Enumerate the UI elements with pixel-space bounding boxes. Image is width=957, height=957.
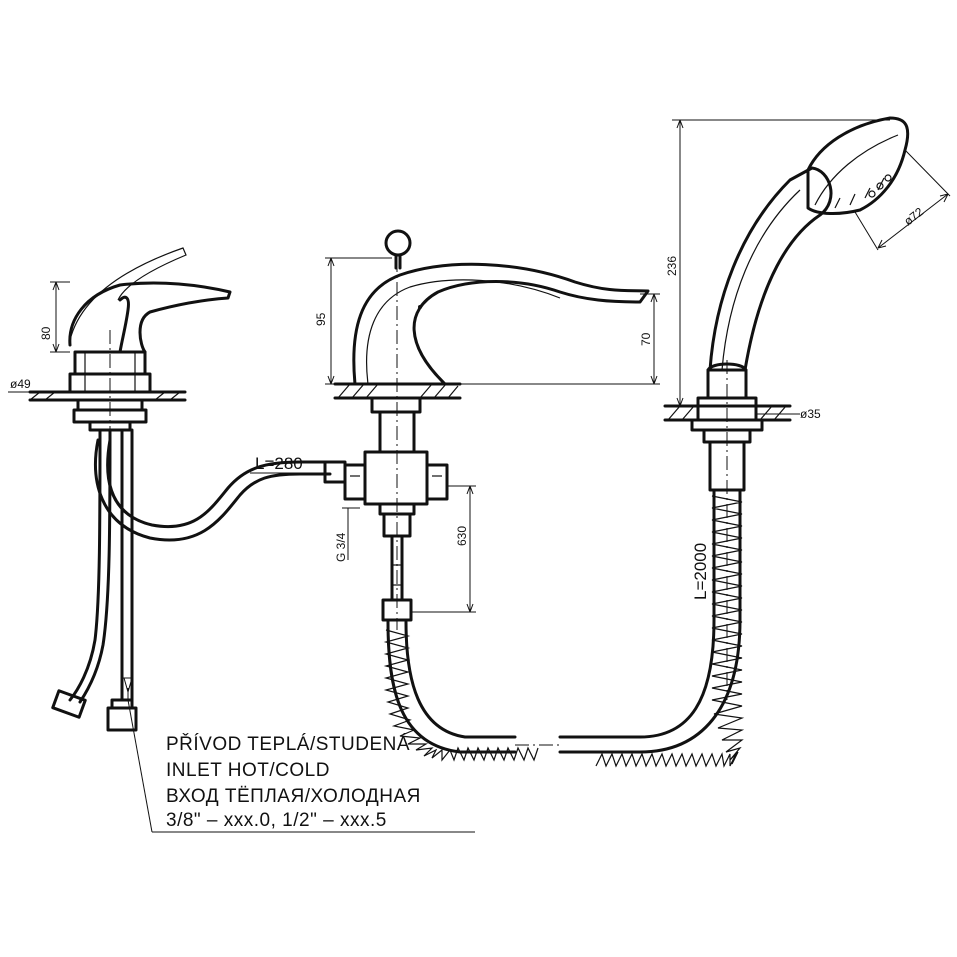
dim-mixer-height: 80 (39, 326, 53, 340)
dim-short-hose-length: L=280 (255, 454, 303, 473)
spiral-hose-right: L=2000 (558, 488, 745, 768)
spout-assembly: 95 70 630 G 3/4 (314, 229, 660, 630)
inlet-note-line-3: ВХОД ТЁПЛАЯ/ХОЛОДНАЯ (166, 786, 421, 807)
hand-shower-assembly: ø35 236 ø72 (663, 116, 951, 700)
dim-spout-outlet-height: 70 (639, 332, 653, 346)
spiral-hose-left (383, 620, 560, 762)
inlet-note-line-2: INLET HOT/COLD (166, 760, 330, 781)
short-hose: L=280 (94, 438, 347, 542)
inlet-note: PŘÍVOD TEPLÁ/STUDENÁ INLET HOT/COLD ВХОД… (123, 677, 475, 833)
dim-connector-length: 630 (455, 526, 469, 546)
mixer-handle-assembly: 80 ø49 (8, 247, 232, 440)
dim-shower-holder-diameter: ø35 (800, 407, 821, 421)
dim-connector-thread: G 3/4 (334, 532, 348, 562)
dim-long-hose-length: L=2000 (691, 543, 710, 600)
inlet-note-line-4: 3/8" – xxx.0, 1/2" – xxx.5 (166, 810, 387, 831)
inlet-note-line-1: PŘÍVOD TEPLÁ/STUDENÁ (166, 733, 410, 755)
dim-spout-height: 95 (314, 312, 328, 326)
dim-mixer-diameter: ø49 (10, 377, 31, 391)
dim-shower-head-diameter: ø72 (901, 204, 926, 228)
dim-shower-height: 236 (665, 256, 679, 276)
inlet-hoses (51, 428, 138, 732)
